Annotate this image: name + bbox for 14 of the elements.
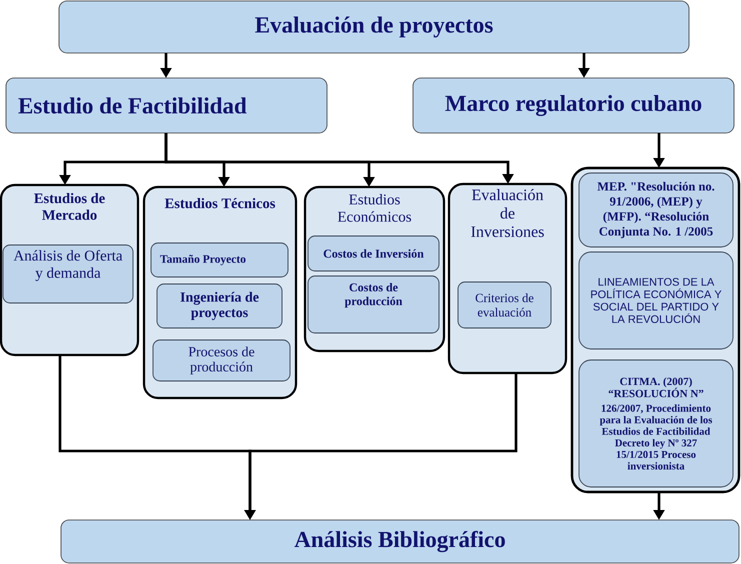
process-box: Costos de Inversión — [308, 236, 440, 272]
process-box: Estudio de Factibilidad — [6, 78, 328, 134]
process-box: Costos de producción — [308, 276, 440, 334]
process-box: Marco regulatorio cubano — [412, 78, 734, 134]
text-box: CITMA. (2007) “RESOLUCIÓN N” 126/2007, Procedimiento para la Evaluación de los Estudios de Factibilidad Decreto ley Nº 327 15/1/2015 Proceso inversionista — [578, 360, 734, 488]
text-box: LINEAMIENTOS DE LA POLÍTICA ECONÓMICA Y SOCIAL DEL PARTIDO Y LA REVOLUCIÓN — [578, 252, 734, 350]
text-box: MEP. "Resolución no. 91/2006, (MEP) y (MFP). “Resolución Conjunta No. 1 /2005 — [578, 172, 734, 248]
process-box: Análisis Bibliográfico — [60, 520, 740, 564]
title-box: Evaluación de proyectos — [58, 0, 690, 54]
process-box: Procesos de producción — [152, 340, 290, 382]
process-box: Análisis de Oferta y demanda — [2, 244, 134, 304]
process-box: Criterios de evaluación — [458, 282, 552, 328]
process-box: Tamaño Proyecto — [150, 242, 288, 278]
process-box: Ingeniería de proyectos — [156, 284, 282, 328]
